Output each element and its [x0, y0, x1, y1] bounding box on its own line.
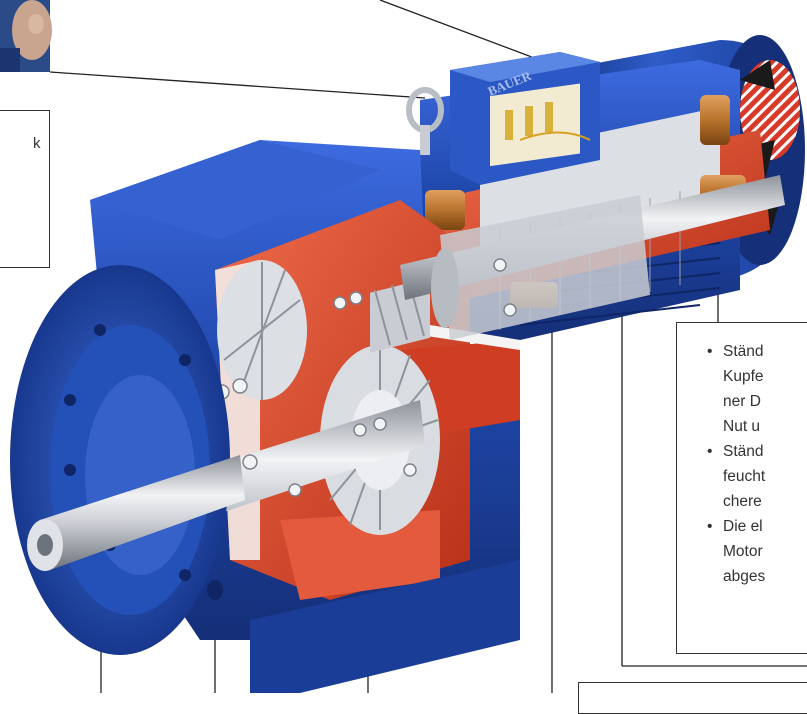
- callout-bullet-list: Ständ Kupfe ner D Nut u Ständ feucht che…: [677, 323, 807, 589]
- callout-box-right: Ständ Kupfe ner D Nut u Ständ feucht che…: [676, 322, 807, 654]
- bullet-line: Motor: [723, 543, 763, 560]
- cutaway-illustration: BAUER: [0, 0, 807, 693]
- callout-left-fragment: k: [33, 135, 41, 152]
- callout-box-bottom: [578, 682, 807, 714]
- callout-box-left: k: [0, 110, 50, 268]
- gearmotor-cutaway-diagram: BAUER: [0, 0, 807, 693]
- bullet-line: ner D: [723, 393, 761, 410]
- bullet-item: Ständ Kupfe ner D Nut u: [703, 339, 807, 439]
- output-flange: [10, 265, 230, 655]
- bullet-line: Nut u: [723, 418, 761, 435]
- bullet-line: abges: [723, 568, 766, 585]
- bullet-line: feucht: [723, 468, 766, 485]
- bullet-item: Ständ feucht chere: [703, 439, 807, 514]
- intermediate-gear: [217, 260, 307, 400]
- portrait-photo-icon: [0, 0, 52, 72]
- bullet-line: chere: [723, 493, 762, 510]
- bullet-line: Ständ: [723, 443, 764, 460]
- eye-bolt-icon: [406, 87, 444, 155]
- output-shaft-tip: [27, 455, 245, 571]
- bullet-line: Ständ: [723, 343, 764, 360]
- housing-foot: [207, 560, 520, 693]
- bullet-line: Die el: [723, 518, 763, 535]
- terminal-box: BAUER: [450, 52, 600, 185]
- bullet-item: Die el Motor abges: [703, 514, 807, 589]
- bullet-line: Kupfe: [723, 368, 764, 385]
